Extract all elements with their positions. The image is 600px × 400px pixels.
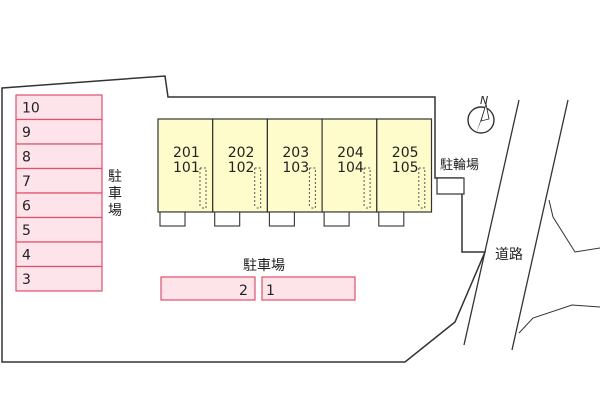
side-parking-label-1: 駐	[108, 169, 122, 185]
unit-divider-line	[200, 167, 207, 209]
parking-space-1-label: 1	[266, 283, 275, 299]
unit-upper-label: 205	[392, 145, 419, 161]
parking-space-label: 5	[22, 223, 31, 239]
unit-upper-label: 204	[337, 145, 364, 161]
unit-203-103	[266, 118, 323, 213]
road-label: 道路	[495, 247, 523, 263]
unit-202-102	[212, 118, 268, 213]
parking-space-label: 7	[22, 174, 31, 190]
side-parking-label-3: 場	[108, 203, 122, 219]
unit-entrance	[159, 211, 186, 227]
unit-lower-label: 105	[392, 160, 419, 176]
parking-space-label: 4	[22, 248, 31, 264]
parking-space-3	[15, 265, 103, 292]
parking-space-label: 6	[22, 199, 31, 215]
unit-upper-label: 203	[282, 145, 309, 161]
unit-entrance	[214, 211, 241, 227]
parking-space-2	[160, 276, 256, 301]
unit-lower-label: 103	[282, 160, 309, 176]
unit-lower-label: 104	[337, 160, 364, 176]
bicycle-parking-label: 駐輪場	[440, 157, 479, 173]
bicycle-parking-area	[436, 177, 465, 195]
road-edge-left	[463, 99, 520, 346]
unit-205-105	[376, 118, 433, 213]
side-parking-label-2: 車	[108, 185, 122, 202]
unit-upper-label: 202	[228, 145, 255, 161]
unit-entrance	[268, 211, 295, 227]
parking-space-8	[15, 143, 103, 170]
parking-space-7	[15, 167, 103, 194]
parking-space-label: 9	[22, 125, 31, 141]
unit-lower-label: 101	[173, 160, 200, 176]
parking-space-5	[15, 216, 103, 243]
unit-entrance	[378, 211, 405, 227]
compass-north-label: N	[480, 94, 488, 107]
unit-upper-label: 201	[173, 145, 200, 161]
side-parking-spaces: 10 9 8 7 6 5 4 3	[15, 94, 103, 292]
unit-divider-line	[418, 167, 426, 209]
unit-divider-line	[364, 167, 371, 209]
unit-divider-line	[309, 167, 316, 209]
boundary-line-upper	[548, 199, 600, 253]
unit-204-104	[321, 118, 378, 213]
road-edge-right	[511, 99, 569, 351]
compass-icon	[467, 103, 495, 134]
boundary-line-lower	[518, 304, 600, 334]
parking-space-label: 10	[22, 101, 40, 117]
parking-space-label: 8	[22, 150, 31, 166]
parking-space-10	[15, 94, 103, 121]
parking-space-2-label: 2	[239, 283, 248, 299]
bottom-parking-label: 駐車場	[243, 257, 285, 274]
unit-lower-label: 102	[228, 160, 255, 176]
parking-space-1	[261, 276, 356, 301]
parking-space-4	[15, 241, 103, 268]
unit-divider-line	[254, 167, 262, 209]
parking-space-label: 3	[22, 272, 31, 288]
unit-entrance	[323, 211, 350, 227]
